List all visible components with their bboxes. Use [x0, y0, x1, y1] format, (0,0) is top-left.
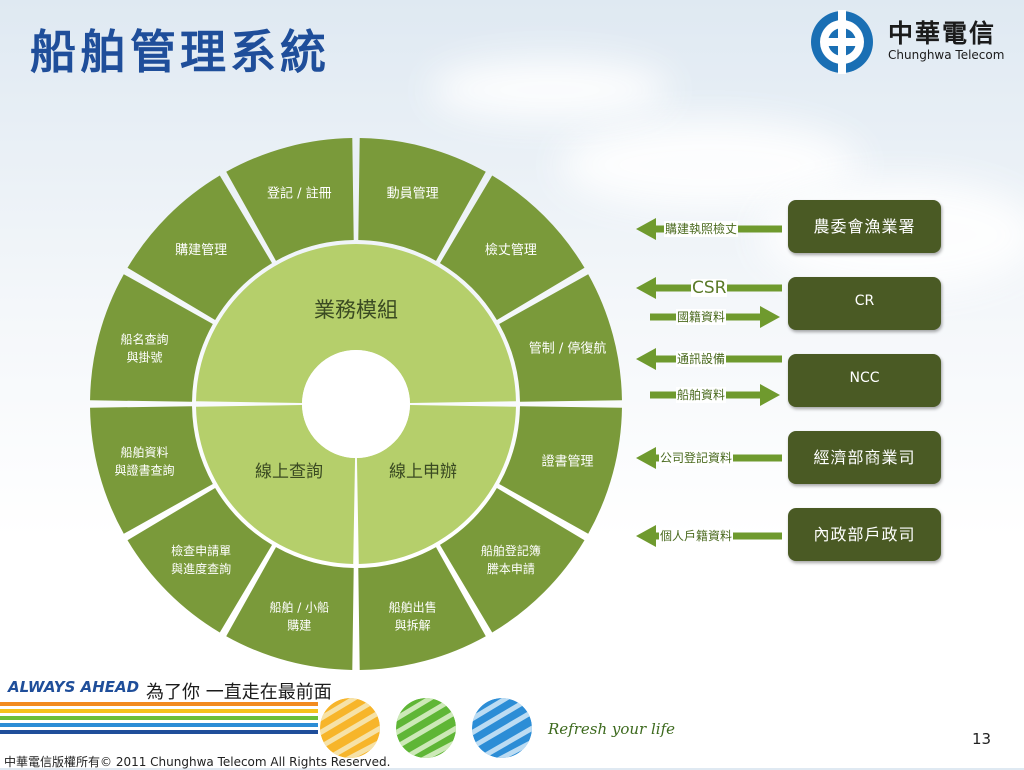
footer-slogan: ALWAYS AHEAD — [8, 678, 140, 696]
footer-slogan-chinese: 為了你 一直走在最前面 — [146, 682, 332, 703]
wheel-label-registry-copy: 船舶登記簿謄本申請 — [481, 543, 541, 576]
orange-ball-icon — [320, 698, 380, 758]
wheel-label-register: 登記 / 註冊 — [267, 185, 332, 201]
chunghwa-logo: 中華電信 Chunghwa Telecom — [808, 8, 1008, 78]
wheel-label-sale: 船舶出售與拆解 — [389, 600, 437, 633]
footer-balls — [320, 698, 532, 758]
footer-stripes — [0, 702, 318, 734]
arrow-head-left-icon — [636, 218, 656, 240]
cloud-decoration — [430, 60, 670, 120]
arrow-head-right-icon — [760, 306, 780, 328]
agency-moi: 內政部戶政司 — [788, 508, 941, 561]
arrow-head-left-icon — [636, 447, 656, 469]
blue-ball-icon — [472, 698, 532, 758]
wheel-label-inspection: 檢丈管理 — [485, 242, 537, 258]
wheel-label-build: 船舶 / 小船購建 — [269, 600, 329, 633]
logo-english-text: Chunghwa Telecom — [888, 48, 1005, 62]
inner-segment-online-query — [196, 404, 356, 564]
wheel-label-control: 管制 / 停復航 — [529, 340, 607, 356]
inner-segment-business-module — [196, 244, 516, 404]
agency-moi-label: 內政部戶政司 — [813, 525, 916, 544]
arrow-head-left-icon — [636, 525, 656, 547]
refresh-tagline: Refresh your life — [548, 720, 676, 738]
wheel-segment-purchase — [127, 175, 273, 321]
copyright-notice: 中華電信版權所有© 2011 Chunghwa Telecom All Righ… — [4, 755, 391, 769]
flow-label-nationality: 國籍資料 — [676, 309, 727, 325]
wheel-label-purchase: 購建管理 — [175, 243, 227, 258]
agency-coa-label: 農委會漁業署 — [813, 217, 916, 236]
chunghwa-logo-icon — [811, 10, 873, 74]
wheel-segment-register — [226, 138, 354, 261]
flow-label-household-registration: 個人戶籍資料 — [659, 528, 734, 544]
agency-moea: 經濟部商業司 — [788, 431, 941, 484]
arrow-head-left-icon — [636, 277, 656, 299]
wheel-segment-inspection-apply — [127, 487, 273, 633]
flow-label-purchase-permit: 購建執照檢丈 — [664, 221, 739, 237]
flow-label-company-registration: 公司登記資料 — [659, 450, 734, 466]
page-number: 13 — [972, 730, 992, 748]
wheel-label-certificate: 證書管理 — [542, 454, 594, 470]
logo-chinese-text: 中華電信 — [888, 19, 997, 48]
wheel-label-ship-name: 船名查詢與掛號 — [120, 331, 168, 364]
agency-cr: CR — [788, 277, 941, 330]
wheel-segment-build — [226, 547, 354, 670]
online-apply-label: 線上申辦 — [389, 462, 457, 482]
agency-cr-label: CR — [854, 293, 875, 309]
wheel-segment-ship-info — [90, 406, 213, 534]
wheel-segment-registry-copy — [439, 487, 585, 633]
wheel-segment-ship-name — [90, 274, 213, 402]
wheel-label-inspection-apply: 檢查申請單與進度查詢 — [171, 543, 231, 576]
wheel-segment-mobilization — [358, 138, 486, 261]
wheel-segment-inspection — [439, 175, 585, 321]
flow-label-ship-data: 船舶資料 — [676, 387, 727, 403]
page-title: 船舶管理系統 — [30, 25, 330, 79]
wheel-label-mobilization: 動員管理 — [387, 186, 439, 201]
wheel-label-ship-info: 船舶資料與證書查詢 — [114, 445, 174, 478]
wheel-center — [302, 350, 410, 458]
agency-ncc: NCC — [788, 354, 941, 407]
agency-ncc-label: NCC — [849, 370, 880, 386]
green-ball-icon — [396, 698, 456, 758]
wheel-segment-certificate — [499, 406, 622, 534]
arrow-head-left-icon — [636, 348, 656, 370]
agency-moea-label: 經濟部商業司 — [813, 448, 916, 467]
flow-label-csr: CSR — [691, 278, 728, 298]
arrow-head-right-icon — [760, 384, 780, 406]
flow-label-comm-equipment: 通訊設備 — [676, 351, 727, 367]
inner-segment-online-apply — [356, 404, 516, 564]
agency-coa: 農委會漁業署 — [788, 200, 941, 253]
online-query-label: 線上查詢 — [255, 462, 323, 482]
wheel-segment-control — [499, 274, 622, 402]
business-module-label: 業務模組 — [314, 298, 398, 322]
wheel-segment-sale — [358, 547, 486, 670]
